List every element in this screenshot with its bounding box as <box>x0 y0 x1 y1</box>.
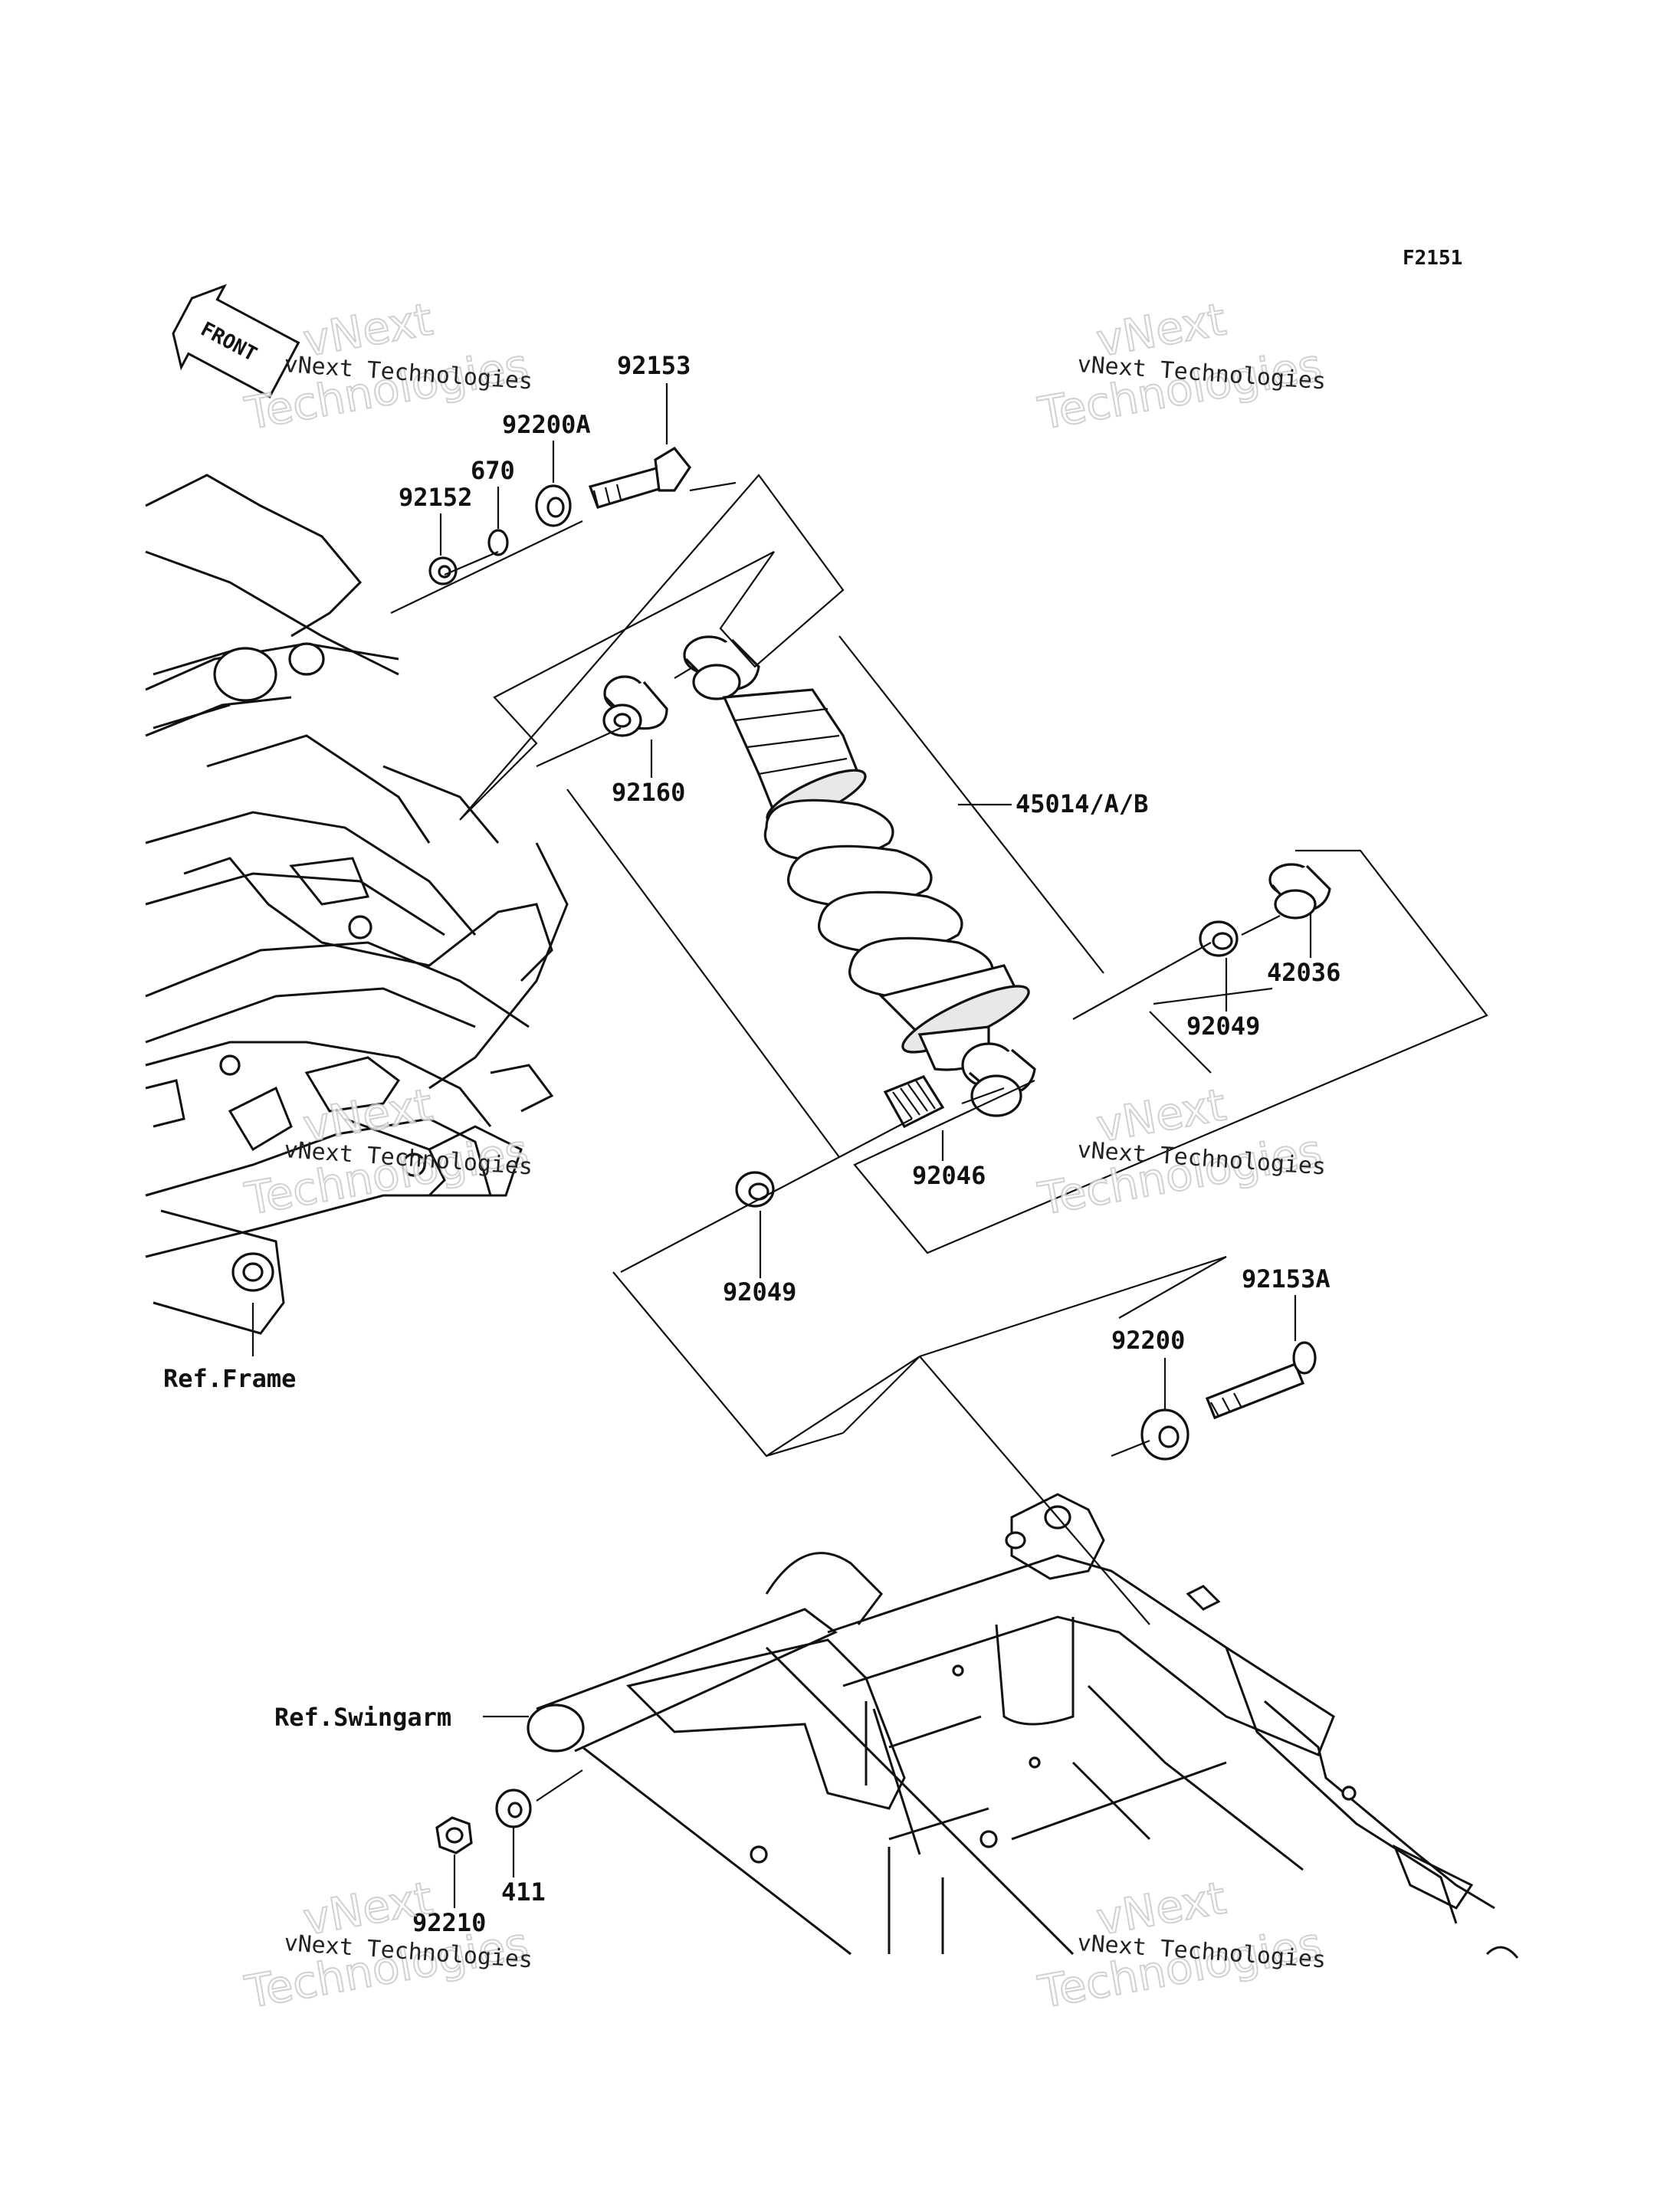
shock-absorber <box>683 635 1036 1117</box>
watermark-mid-left: vNext Technologies vNext Technologies <box>241 1077 534 1226</box>
label-670: 670 <box>471 456 515 485</box>
washer-411 <box>495 1789 532 1828</box>
seal-92049-left <box>735 1171 775 1208</box>
figure-code: F2151 <box>1403 247 1462 270</box>
label-92200: 92200 <box>1111 1326 1185 1355</box>
label-92049-left: 92049 <box>723 1277 796 1307</box>
nut-92152 <box>428 556 458 585</box>
nut-92210 <box>435 1816 473 1854</box>
label-92049-right: 92049 <box>1186 1012 1260 1041</box>
label-92152: 92152 <box>399 483 472 512</box>
label-411: 411 <box>501 1877 546 1907</box>
watermark-top-left: vNext Technologies vNext Technologies <box>241 292 534 441</box>
label-42036: 42036 <box>1267 958 1340 987</box>
ref-swingarm-label: Ref.Swingarm <box>274 1703 451 1732</box>
part-labels: 92153 92200A 670 92152 92160 45014/A/B 4… <box>399 351 1340 1937</box>
label-92046: 92046 <box>912 1161 986 1190</box>
watermark-top-right: vNext Technologies vNext Technologies <box>1034 292 1327 441</box>
label-92200a: 92200A <box>502 410 591 439</box>
washer-92200 <box>1140 1408 1189 1461</box>
front-arrow-icon: FRONT <box>172 284 300 398</box>
collar-92160 <box>602 675 668 737</box>
ref-frame-label: Ref.Frame <box>163 1364 296 1393</box>
label-45014: 45014/A/B <box>1016 789 1148 818</box>
leader-lines <box>251 474 1488 1802</box>
watermark-mid-right: vNext Technologies vNext Technologies <box>1034 1077 1327 1226</box>
frame-drawing <box>145 474 569 1335</box>
watermark-bottom-left: vNext Technologies vNext Technologies <box>241 1871 534 2019</box>
washer-92200a <box>535 484 572 527</box>
collar-42036 <box>1268 863 1331 920</box>
label-92210: 92210 <box>412 1908 486 1937</box>
bolt-92153a <box>1205 1341 1317 1420</box>
bolt-92153 <box>588 446 691 509</box>
seal-92049-right <box>1199 920 1239 957</box>
watermark-bottom-right: vNext Technologies vNext Technologies <box>1034 1871 1327 2019</box>
bearing-92046 <box>883 1075 945 1129</box>
label-92160: 92160 <box>612 778 685 807</box>
swingarm-drawing <box>527 1493 1519 1959</box>
o-ring-670 <box>487 529 509 556</box>
label-92153a: 92153A <box>1242 1264 1331 1294</box>
label-92153: 92153 <box>617 351 691 380</box>
